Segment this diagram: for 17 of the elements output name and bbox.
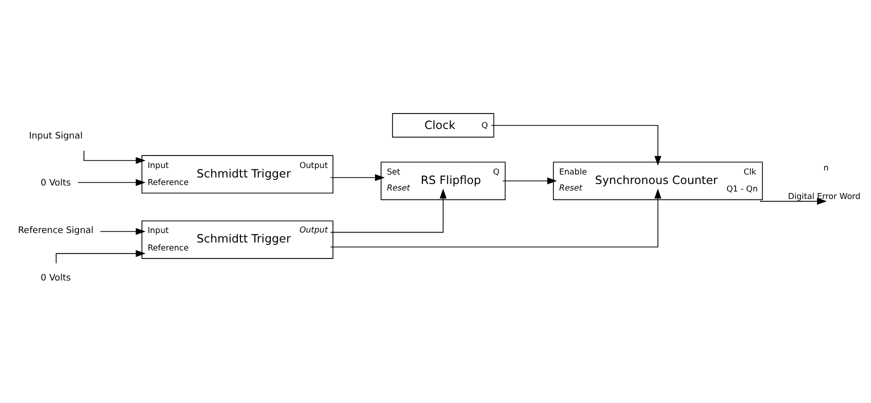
node-text: Input Signal — [28, 131, 83, 142]
edge-label: Digital Error Word — [788, 190, 860, 201]
node-text: 0 Volts — [40, 273, 71, 284]
arrow — [760, 198, 827, 205]
arrow — [77, 179, 146, 186]
arrow — [490, 124, 662, 166]
node-box: Input Schmidtt Trigger Output Reference — [142, 220, 334, 259]
arrow — [100, 228, 146, 235]
node-box: Input Schmidtt Trigger Output Reference — [142, 155, 334, 194]
arrow — [502, 177, 558, 184]
arrow — [330, 188, 662, 248]
node-text: Reference Signal — [18, 226, 94, 236]
label: n — [823, 162, 829, 173]
node-text: 0 Volts — [40, 178, 71, 189]
node-box: Clock Q — [392, 113, 494, 138]
arrow — [330, 188, 447, 233]
arrow — [330, 174, 385, 182]
